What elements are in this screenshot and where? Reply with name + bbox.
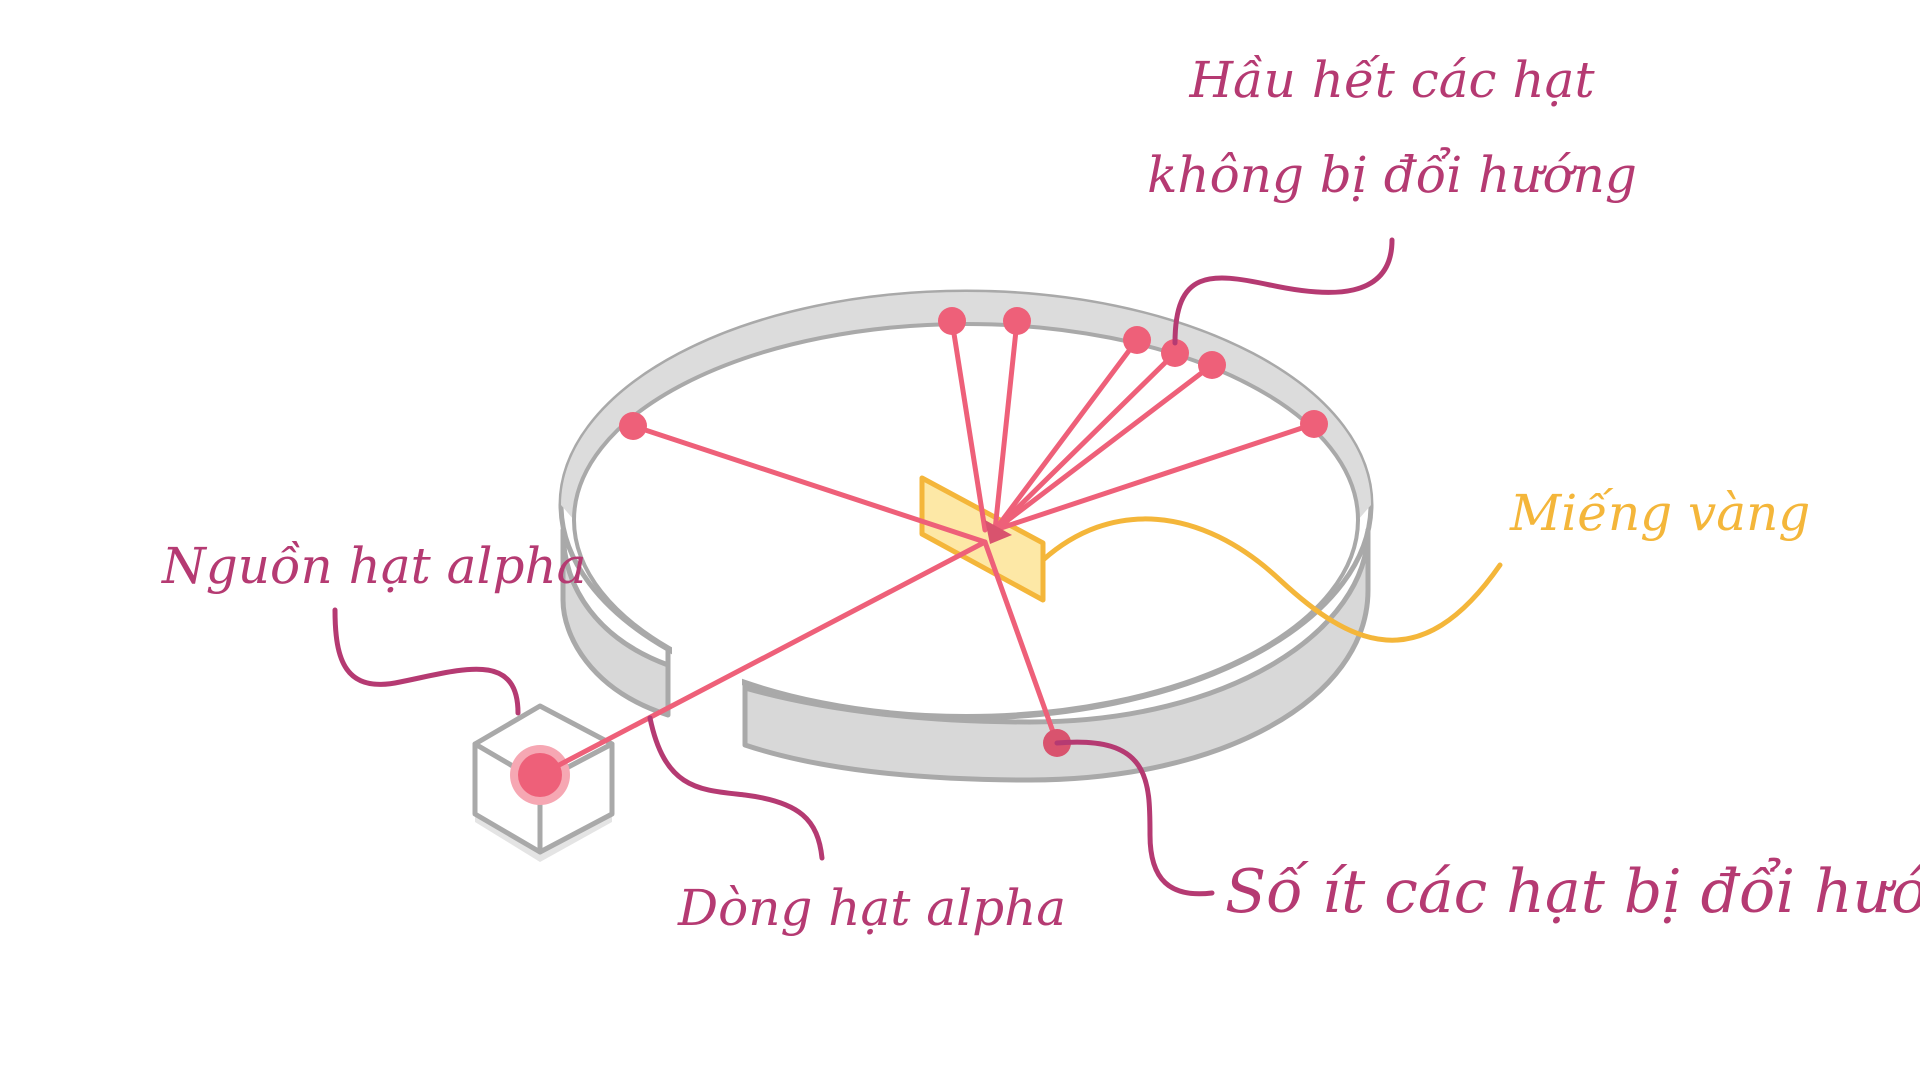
ring-gap (672, 640, 742, 770)
track-up-1 (949, 318, 988, 533)
label-gold-foil: Miếng vàng (1509, 484, 1810, 542)
hit-dot (938, 307, 966, 335)
leader-lines (332, 237, 1503, 897)
leader-alpha-beam (647, 715, 825, 861)
leader-few-deflected (1054, 739, 1215, 897)
incoming-beam (537, 539, 988, 778)
label-most-particles-line1: Hầu hết các hạt (1188, 51, 1595, 109)
leader-alpha-source (332, 607, 521, 716)
alpha-source-cube (472, 703, 615, 862)
track-right (992, 421, 1317, 533)
ring-rim-inner (572, 322, 1360, 718)
foil-impact-marker (985, 520, 1012, 544)
hit-dot (1161, 339, 1189, 367)
label-most-particles-line2: không bị đổi hướng (1147, 146, 1637, 204)
label-alpha-beam: Dòng hạt alpha (677, 879, 1066, 937)
particle-tracks (537, 318, 1317, 778)
track-up-4 (992, 350, 1178, 533)
label-few-deflected: Số ít các hạt bị đổi hướng (1225, 857, 1920, 927)
leader-most-particles (1172, 237, 1395, 346)
track-up-5 (992, 362, 1215, 533)
label-alpha-source: Nguồn hạt alpha (161, 537, 586, 595)
track-up-2 (992, 318, 1020, 533)
hit-dot (1300, 410, 1328, 438)
hit-dot (1198, 351, 1226, 379)
hit-dot (619, 412, 647, 440)
cube-right (537, 741, 615, 855)
hit-dot (1003, 307, 1031, 335)
track-straight-left (630, 423, 988, 545)
track-up-3 (992, 337, 1140, 533)
hit-dot (1123, 326, 1151, 354)
leader-gold-foil (1040, 516, 1503, 643)
track-deflected-down (982, 539, 1060, 746)
